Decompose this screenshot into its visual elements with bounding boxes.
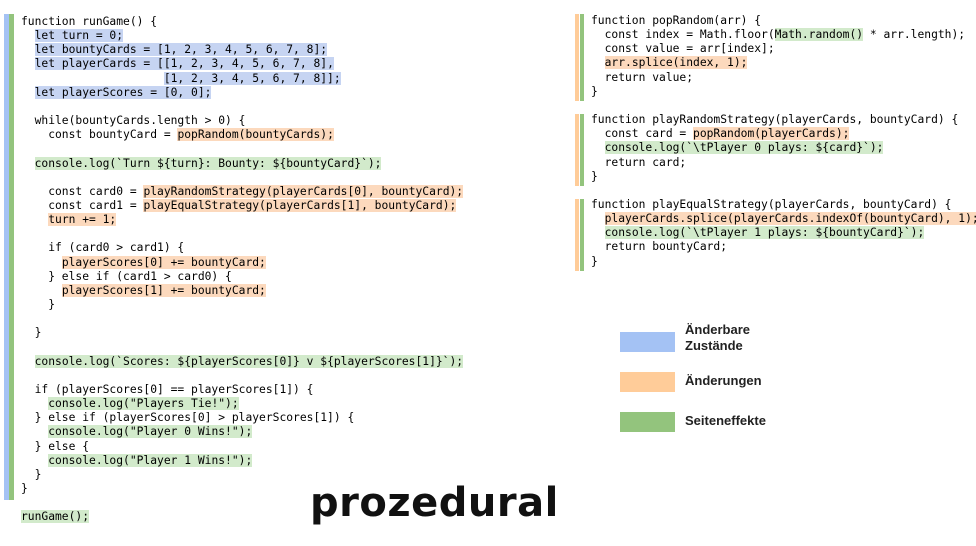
- left-code-line: const card1 = playEqualStrategy(playerCa…: [21, 198, 457, 212]
- left-code-line: console.log(`Turn ${turn}: Bounty: ${bou…: [34, 156, 382, 170]
- left-code-line: [1, 2, 3, 4, 5, 6, 7, 8]];: [163, 71, 341, 85]
- left-code-line: console.log("Player 0 Wins!");: [48, 425, 253, 439]
- left-code-line: console.log("Player 1 Wins!");: [48, 453, 253, 467]
- left-code-line: playerScores[1] += bountyCard;: [61, 283, 266, 297]
- playEqual-mutations-bar: [575, 199, 579, 271]
- left-code-line: runGame();: [21, 510, 90, 524]
- right-code-block: function popRandom(arr) { const index = …: [591, 14, 976, 274]
- left-code-line: let bountyCards = [1, 2, 3, 4, 5, 6, 7, …: [34, 43, 328, 57]
- left-code-line: turn += 1;: [48, 213, 117, 227]
- legend-swatch-side-effects: [620, 412, 675, 432]
- left-code-line: }: [21, 467, 42, 481]
- left-code-line: let playerScores = [0, 0];: [34, 85, 212, 99]
- left-code-line: } else if (playerScores[0] > playerScore…: [21, 411, 355, 425]
- side-effects-bar: [9, 14, 14, 500]
- right-code-line: const card = popRandom(playerCards);: [591, 127, 850, 141]
- left-code-line: } else {: [21, 439, 90, 453]
- left-code-line: }: [21, 298, 56, 311]
- left-code-line: while(bountyCards.length > 0) {: [21, 114, 246, 128]
- popRandom-side-effects-bar: [580, 14, 584, 101]
- left-code-line: console.log(`Scores: ${playerScores[0]} …: [34, 354, 464, 368]
- right-code-line: console.log(`\tPlayer 1 plays: ${bountyC…: [604, 226, 925, 240]
- right-code-line: }: [591, 84, 598, 98]
- legend-label-mutable-state: Änderbare Zustände: [685, 322, 751, 353]
- left-code-line: if (card0 > card1) {: [21, 241, 185, 255]
- right-code-line: return value;: [591, 70, 694, 84]
- left-code-line: playerScores[0] += bountyCard;: [61, 255, 266, 269]
- popRandom-mutations-bar: [575, 14, 579, 101]
- left-code-line: const bountyCard = popRandom(bountyCards…: [21, 128, 334, 142]
- left-code-line: function runGame() {: [21, 15, 158, 28]
- left-code-block: function runGame() { let turn = 0; let b…: [21, 15, 561, 530]
- playRandom-mutations-bar: [575, 114, 579, 186]
- right-code-line: return bountyCard;: [591, 240, 728, 254]
- legend-label-mutations: Änderungen: [685, 373, 762, 388]
- right-code-line: return card;: [591, 155, 687, 169]
- right-code-line: const value = arr[index];: [591, 42, 775, 56]
- right-code-line: function popRandom(arr) {: [591, 14, 762, 27]
- left-code-line: if (playerScores[0] == playerScores[1]) …: [21, 382, 314, 396]
- left-code-line: }: [21, 481, 28, 495]
- mutable-state-bar: [4, 14, 9, 500]
- left-code-line: console.log("Players Tie!");: [48, 397, 239, 411]
- left-code-line: let playerCards = [[1, 2, 3, 4, 5, 6, 7,…: [34, 57, 334, 71]
- right-code-line: const index = Math.floor(Math.random() *…: [591, 28, 966, 42]
- playEqual-side-effects-bar: [580, 199, 584, 271]
- left-code-line: }: [21, 326, 42, 340]
- right-code-line: function playEqualStrategy(playerCards, …: [591, 197, 952, 211]
- slide-title: prozedural: [310, 480, 559, 526]
- legend-swatch-mutable-state: [620, 332, 675, 352]
- left-code-line: let turn = 0;: [34, 29, 124, 43]
- left-code-line: const card0 = playRandomStrategy(playerC…: [21, 184, 464, 198]
- right-code-line: console.log(`\tPlayer 0 plays: ${card}`)…: [604, 141, 884, 155]
- legend-swatch-mutations: [620, 372, 675, 392]
- right-code-line: arr.splice(index, 1);: [604, 56, 748, 70]
- playRandom-side-effects-bar: [580, 114, 584, 186]
- right-code-line: function playRandomStrategy(playerCards,…: [591, 113, 959, 127]
- right-code-line: playerCards.splice(playerCards.indexOf(b…: [591, 212, 976, 226]
- left-code-line: } else if (card1 > card0) {: [21, 269, 232, 283]
- legend-label-side-effects: Seiteneffekte: [685, 413, 766, 428]
- right-code-line: }: [591, 169, 598, 183]
- right-code-line: }: [591, 254, 598, 268]
